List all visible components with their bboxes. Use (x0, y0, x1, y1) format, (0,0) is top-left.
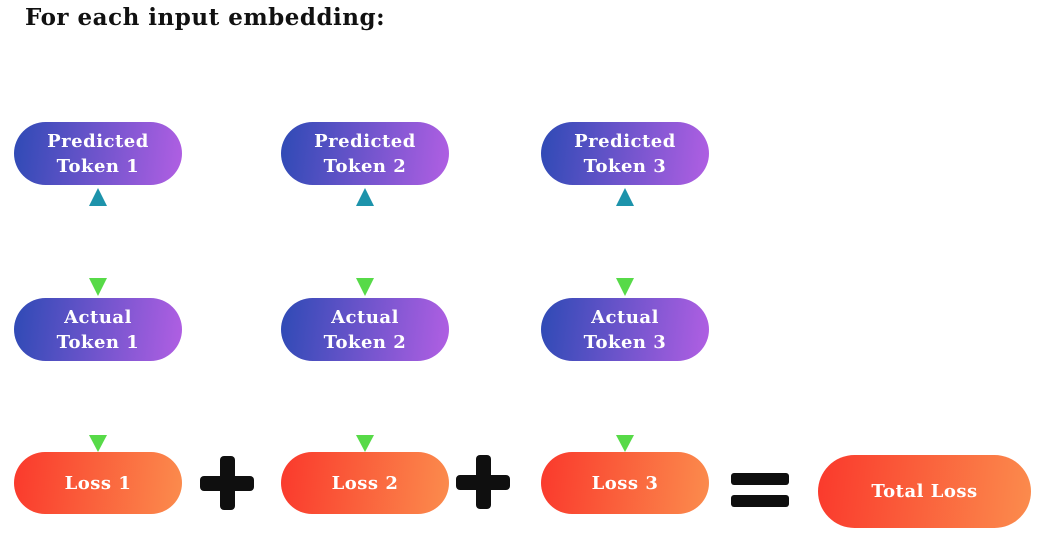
plus-icon (200, 456, 254, 510)
equals-icon (731, 473, 789, 507)
total-loss-pill: Total Loss (818, 455, 1031, 528)
actual-token-1-pill: Actual Token 1 (14, 298, 182, 361)
actual-token-3-pill: Actual Token 3 (541, 298, 709, 361)
down-arrow-icon (616, 361, 634, 452)
page-title: For each input embedding: (25, 4, 386, 31)
loss-2-pill: Loss 2 (281, 452, 449, 514)
predicted-token-2-pill: Predicted Token 2 (281, 122, 449, 185)
loss-1-pill: Loss 1 (14, 452, 182, 514)
double-arrow-icon (89, 188, 107, 296)
predicted-token-3-pill: Predicted Token 3 (541, 122, 709, 185)
double-arrow-icon (616, 188, 634, 296)
down-arrow-icon (89, 361, 107, 452)
loss-3-pill: Loss 3 (541, 452, 709, 514)
predicted-token-1-pill: Predicted Token 1 (14, 122, 182, 185)
down-arrow-icon (356, 361, 374, 452)
double-arrow-icon (356, 188, 374, 296)
plus-icon (456, 455, 510, 509)
actual-token-2-pill: Actual Token 2 (281, 298, 449, 361)
